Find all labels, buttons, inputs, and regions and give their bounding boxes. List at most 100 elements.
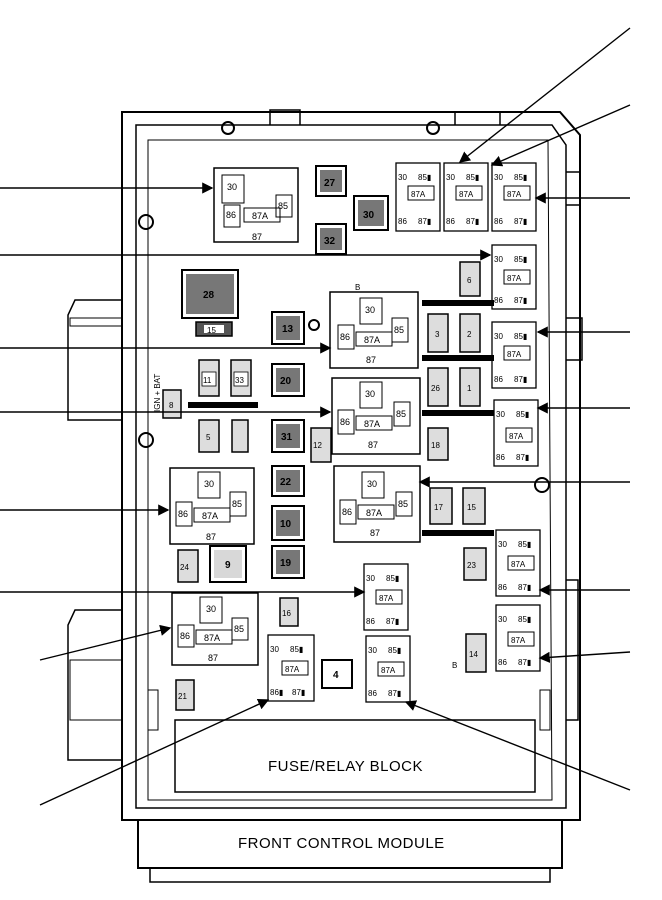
label-t86: 86 — [340, 332, 350, 342]
label-t86: 86 — [494, 375, 503, 384]
label-t85m: 85▮ — [518, 615, 531, 624]
micro-relay-5: 30 85▮ 87A 86 87▮ — [491, 321, 537, 389]
label-t30: 30 — [270, 645, 279, 654]
fuse-13: 13 — [282, 324, 294, 335]
label-t30: 30 — [367, 479, 377, 489]
fuse-5: 5 — [206, 433, 211, 442]
label-t85m: 85▮ — [388, 646, 401, 655]
fuse-12: 12 — [313, 441, 322, 450]
fuse-relay-block-label: FUSE/RELAY BLOCK — [268, 758, 423, 775]
micro-relay-6: 30 85▮ 87A 86 87▮ — [493, 399, 539, 467]
label-t85m: 85▮ — [516, 410, 529, 419]
terminal-85: 85 — [278, 201, 288, 211]
fuse-24: 24 — [180, 563, 189, 572]
label-t30: 30 — [498, 615, 507, 624]
fuse-20: 20 — [280, 376, 292, 387]
fuse-9: 9 — [225, 560, 231, 571]
label-t87a: 87A — [507, 274, 522, 283]
label-t86: 86 — [498, 583, 507, 592]
label-t85m: 85▮ — [386, 574, 399, 583]
label-t86: 86 — [398, 217, 407, 226]
fuse-33: 33 — [235, 376, 244, 385]
micro-relay-7: 30 85▮ 87A 86 87▮ — [495, 529, 541, 597]
label-t30: 30 — [494, 332, 503, 341]
fuse-18: 18 — [431, 441, 440, 450]
label-t87m: 87▮ — [386, 617, 399, 626]
fuse-17: 17 — [434, 503, 443, 512]
label-t87a: 87A — [364, 419, 380, 429]
micro-relays: 30 85▮ 87A 86 87▮ 30 85▮ 87A 86 87▮ 30 8… — [267, 162, 541, 703]
label-t30: 30 — [398, 173, 407, 182]
fuse-2: 2 — [467, 330, 472, 339]
label-t85m: 85▮ — [514, 173, 527, 182]
fuse-21: 21 — [178, 692, 187, 701]
micro-relay-4: 30 85▮ 87A 86 87▮ — [491, 244, 537, 310]
label-t85m: 85▮ — [466, 173, 479, 182]
label-t87m: 87▮ — [388, 689, 401, 698]
label-t87m: 87▮ — [514, 296, 527, 305]
label-t86: 86 — [496, 453, 505, 462]
housing — [67, 109, 583, 883]
label-t86: 86 — [366, 617, 375, 626]
front-control-module-label: FRONT CONTROL MODULE — [238, 835, 445, 852]
label-t87a: 87A — [364, 335, 380, 345]
label-t85: 85 — [394, 325, 404, 335]
label-t85: 85 — [396, 409, 406, 419]
ign-bat-label: IGN + BAT — [153, 374, 162, 412]
fuse-15-top: 15 — [207, 326, 216, 335]
label-t87a: 87A — [204, 633, 220, 643]
label-t87m: 87▮ — [514, 217, 527, 226]
label-t87a: 87A — [366, 508, 382, 518]
micro-relay-1: 30 85▮ 87A 86 87▮ — [395, 162, 441, 232]
label-t87a: 87A — [202, 511, 218, 521]
label-t30: 30 — [498, 540, 507, 549]
label-t85: 85 — [234, 624, 244, 634]
label-t87a: 87A — [459, 190, 474, 199]
label-t87m: 87▮ — [518, 583, 531, 592]
fuse-16: 16 — [282, 609, 291, 618]
fuse-8: 8 — [169, 401, 174, 410]
label-t86: 86 — [340, 417, 350, 427]
label-t87m: 87▮ — [514, 375, 527, 384]
fuse-32: 32 — [324, 236, 336, 247]
terminal-86: 86 — [226, 210, 236, 220]
label-t87a: 87A — [507, 190, 522, 199]
label-t30: 30 — [494, 255, 503, 264]
label-t30: 30 — [496, 410, 505, 419]
label-t87m: 87▮ — [518, 658, 531, 667]
label-t86: 86 — [498, 658, 507, 667]
fuse-3: 3 — [435, 330, 440, 339]
label-t87a: 87A — [381, 666, 396, 675]
label-t30: 30 — [366, 574, 375, 583]
terminal-87a: 87A — [252, 211, 268, 221]
fuse-6: 6 — [467, 276, 472, 285]
label-t30: 30 — [206, 604, 216, 614]
label-t86m: 86▮ — [270, 688, 283, 697]
label-t87: 87 — [208, 653, 218, 663]
fuse-28: 28 — [203, 290, 215, 301]
label-t87m: 87▮ — [292, 688, 305, 697]
label-t87a: 87A — [507, 350, 522, 359]
large-relay-f: 30 86 87A 85 87 — [171, 592, 259, 666]
micro-relay-11: 30 85▮ 87A 86▮ 87▮ — [267, 634, 315, 702]
label-t30: 30 — [204, 479, 214, 489]
label-t87a: 87A — [379, 594, 394, 603]
label-t85m: 85▮ — [290, 645, 303, 654]
fuse-27: 27 — [324, 178, 336, 189]
large-relay-d: 30 86 87A 85 87 — [333, 465, 421, 543]
fuse-4: 4 — [333, 670, 339, 681]
label-t87: 87 — [206, 532, 216, 542]
micro-relay-3: 30 85▮ 87A 86 87▮ — [491, 162, 537, 232]
label-t86: 86 — [446, 217, 455, 226]
label-t30: 30 — [446, 173, 455, 182]
large-relay-e: 30 86 87A 85 87 — [169, 467, 255, 545]
fuse-1: 1 — [467, 384, 472, 393]
fuse-19: 19 — [280, 558, 292, 569]
fuse-30: 30 — [363, 210, 375, 221]
micro-relay-2: 30 85▮ 87A 86 87▮ — [443, 162, 489, 232]
label-t87a: 87A — [511, 560, 526, 569]
label-small_tag: B — [355, 283, 360, 292]
large-relay-b: 30 86 87A 85 87 B — [329, 283, 419, 369]
mini-fuses: 15 11 33 8 5 12 24 16 21 6 3 2 26 1 18 — [162, 261, 487, 711]
label-t86: 86 — [494, 217, 503, 226]
